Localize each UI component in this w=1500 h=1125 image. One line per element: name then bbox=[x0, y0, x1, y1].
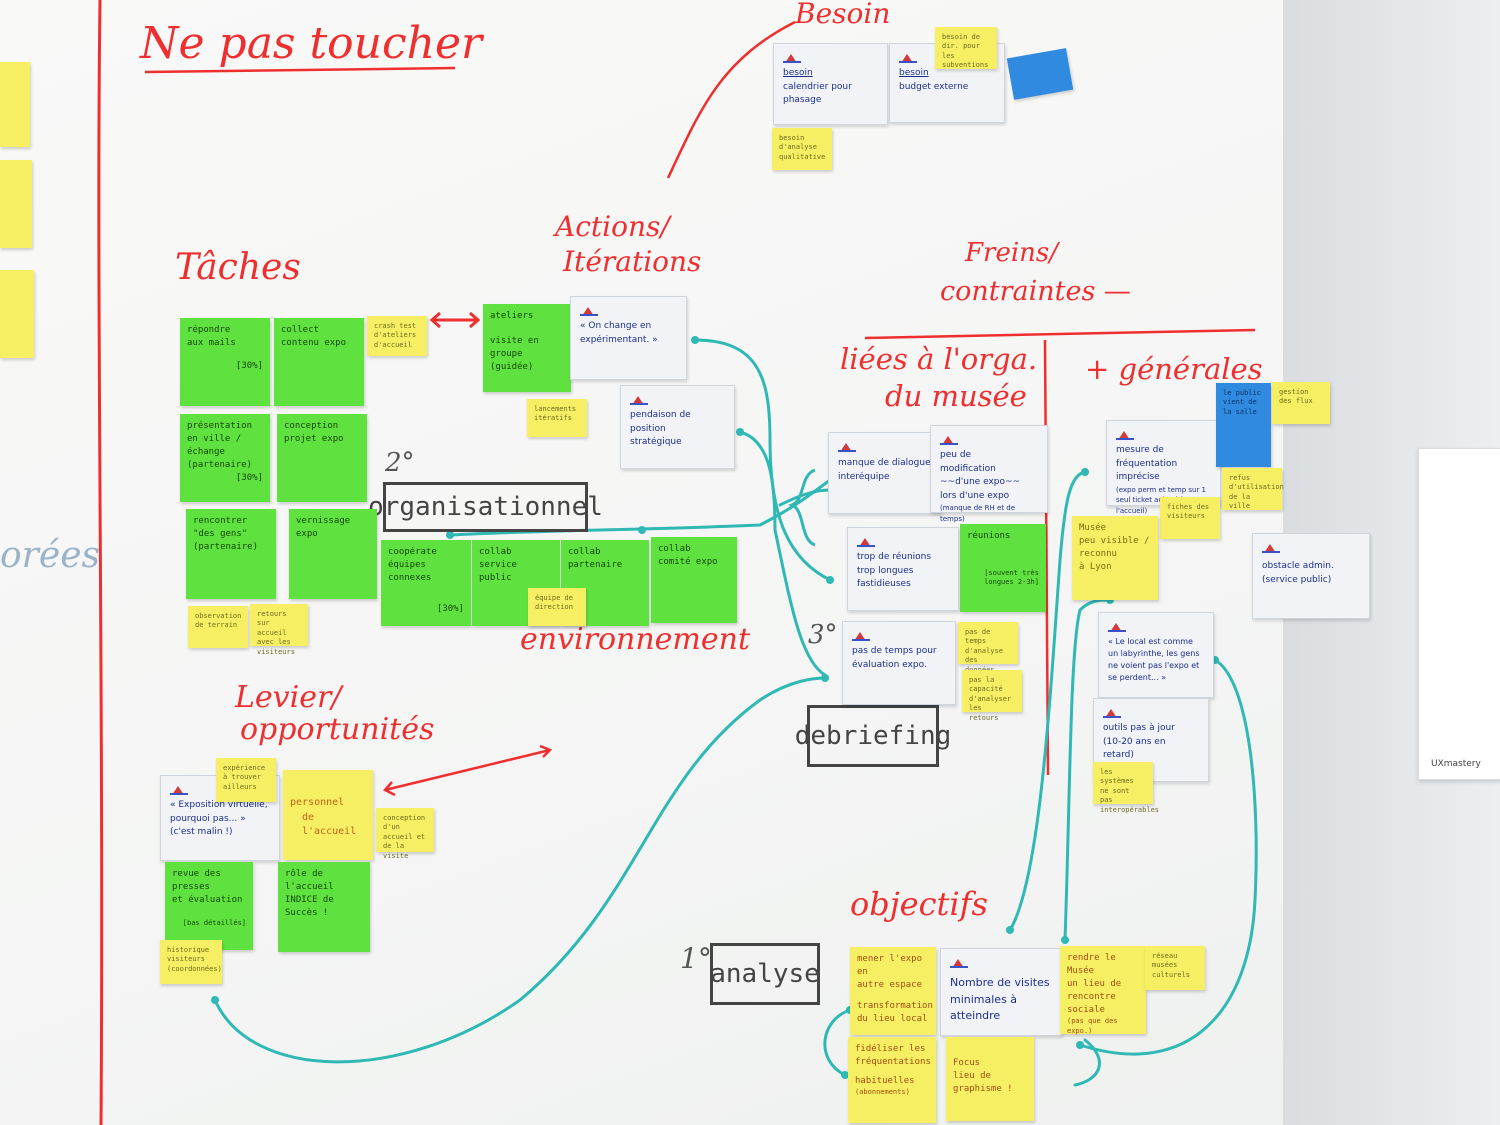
number-3: 3° bbox=[808, 620, 838, 650]
logo-icon bbox=[630, 396, 648, 406]
taches-note: rencontrer"des gens"(partenaire) bbox=[186, 509, 276, 599]
heading-besoin: Besoin bbox=[795, 0, 891, 30]
freins-yellow-note: pas la capacité d'analyser les retours bbox=[962, 670, 1022, 722]
poster-caption: UXmastery bbox=[1431, 759, 1481, 769]
logo-icon bbox=[1262, 544, 1280, 554]
levier-yellow-note: conception d'un accueil et de la visite bbox=[376, 808, 434, 860]
logo-icon bbox=[940, 436, 958, 446]
reunions-note: réunions[souvent très longues 2-3h] bbox=[960, 524, 1046, 612]
besoin-yellow-note: besoin d'analyse qualitative bbox=[772, 128, 832, 170]
besoin-yellow-note: besoin de dir. pour les subventions bbox=[935, 27, 997, 69]
logo-icon bbox=[783, 54, 801, 64]
logo-icon bbox=[852, 632, 870, 642]
heading-taches: Tâches bbox=[175, 247, 301, 288]
edge-sticky-note bbox=[0, 62, 30, 147]
edge-sticky-note bbox=[0, 160, 32, 248]
actions-yellow-note: crash test d'ateliers d'accueil bbox=[367, 316, 427, 356]
wall-poster: UXmastery bbox=[1418, 448, 1500, 780]
box-analyse: analyse bbox=[710, 943, 820, 1005]
logo-icon bbox=[580, 307, 598, 317]
heading-generales: + générales bbox=[1085, 352, 1263, 386]
heading-actions: Actions/ bbox=[555, 210, 670, 243]
objectif-yellow-note: réseau musées culturels bbox=[1145, 946, 1205, 990]
labyrinthe-card: « Le local est comme un labyrinthe, les … bbox=[1098, 612, 1214, 698]
freins-gen-yellow-note: les systèmes ne sont pas interopérables bbox=[1093, 762, 1159, 814]
logo-icon bbox=[950, 959, 968, 969]
number-1: 1° bbox=[680, 942, 712, 975]
levier-yellow-note: expérience à trouver ailleurs bbox=[216, 758, 276, 802]
logo-icon bbox=[857, 538, 875, 548]
logo-icon bbox=[1103, 709, 1121, 719]
logo-icon bbox=[1116, 431, 1134, 441]
heading-ne-pas-toucher: Ne pas toucher bbox=[140, 18, 483, 69]
freins-yellow-note: pas de temps d'analyse des données analy… bbox=[958, 622, 1018, 683]
heading-du-musee: du musée bbox=[885, 379, 1027, 413]
obstacle-card: obstacle admin.(service public) bbox=[1252, 533, 1370, 619]
freins-gen-yellow-note: fiches des visiteurs bbox=[1160, 497, 1220, 539]
env-yellow-note: équipe de direction bbox=[528, 588, 586, 626]
heading-liees-orga: liées à l'orga. bbox=[840, 342, 1038, 376]
logo-icon bbox=[1108, 623, 1126, 633]
heading-freins: Freins/ bbox=[965, 238, 1059, 268]
actions-card-quote: « On change en expérimentant. » bbox=[570, 296, 687, 380]
heading-contraintes: contraintes — bbox=[940, 276, 1131, 307]
blue-sticky-note: le public vient de la salle bbox=[1216, 383, 1271, 467]
heading-iterations: Itérations bbox=[563, 245, 702, 278]
logo-icon bbox=[899, 54, 917, 64]
freins-gen-yellow-note: gestion des flux bbox=[1272, 382, 1330, 424]
box-debriefing: debriefing bbox=[795, 705, 951, 767]
levier-yellow-note: historique visiteurs (coordonnées) bbox=[160, 940, 222, 984]
heading-environnement: environnement bbox=[520, 622, 750, 657]
freins-orga-card: manque de dialogue interéquipe bbox=[828, 432, 942, 514]
logo-icon bbox=[170, 786, 188, 796]
logo-icon bbox=[838, 443, 856, 453]
taches-yellow-note: retours sur accueil avec les visiteurs bbox=[250, 604, 308, 656]
heading-objectifs: objectifs bbox=[850, 885, 988, 923]
left-fragment-text: orées bbox=[0, 535, 100, 576]
freins-gen-yellow-note: refus d'utilisation de la ville bbox=[1222, 468, 1284, 510]
heading-opportunites: opportunités bbox=[240, 712, 435, 747]
actions-yellow-note: lancements itératifs bbox=[527, 399, 587, 437]
taches-yellow-note: observation de terrain bbox=[188, 606, 248, 648]
heading-levier: Levier/ bbox=[235, 680, 342, 715]
number-2: 2° bbox=[385, 448, 415, 478]
edge-sticky-note bbox=[0, 270, 34, 358]
box-organisationnel: organisationnel bbox=[368, 482, 603, 532]
